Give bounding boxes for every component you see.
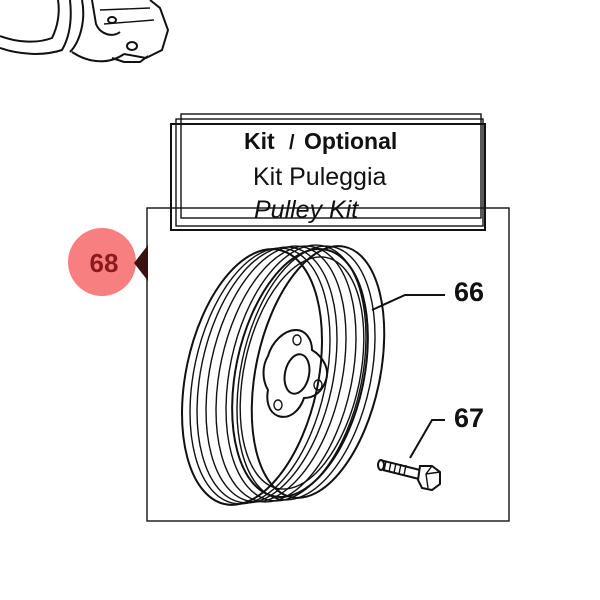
kit-number-badge[interactable]: 68: [68, 228, 148, 296]
kit-panel: [146, 207, 510, 522]
leader-lines: [371, 294, 445, 459]
kit-separator: /: [289, 132, 295, 154]
callout-pulley-number: 66: [454, 277, 484, 307]
kit-header-card: Kit / Optional Kit Puleggia Pulley Kit: [170, 113, 486, 231]
kit-badge-label: 68: [90, 248, 119, 278]
callout-bolt-number: 67: [454, 403, 484, 433]
optional-label: Optional: [304, 128, 397, 154]
kit-label: Kit: [244, 128, 275, 154]
pulley-drawing: [181, 244, 386, 506]
badge-pointer-icon: [134, 245, 148, 281]
bolt-drawing: [377, 459, 441, 492]
kit-name-italian: Kit Puleggia: [253, 163, 387, 191]
kit-name-english: Pulley Kit: [254, 196, 359, 224]
adjacent-housing-drawing: [0, 0, 170, 63]
badge-circle: [68, 228, 136, 296]
